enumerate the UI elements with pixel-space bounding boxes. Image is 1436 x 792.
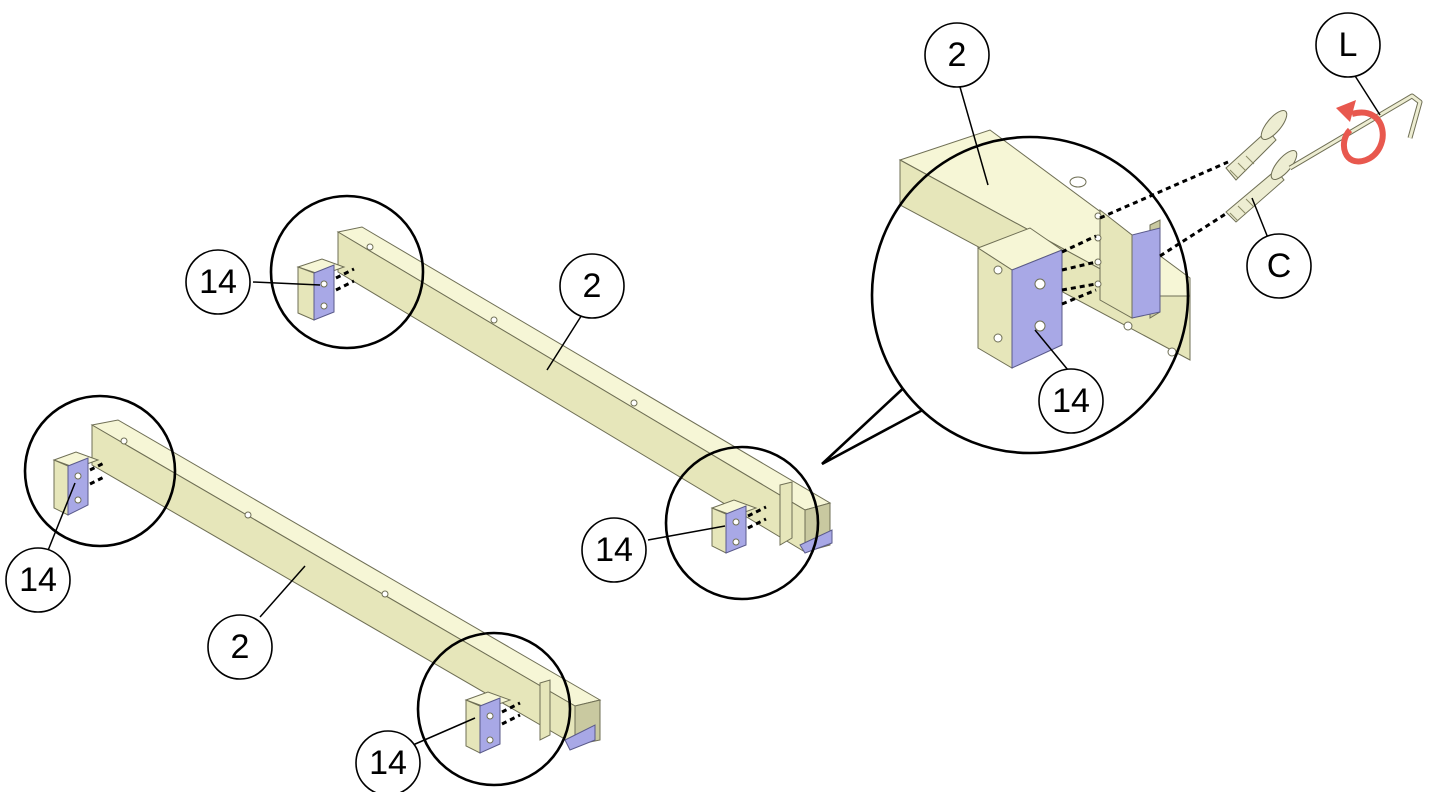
callout-label: L [1339, 26, 1358, 64]
screw-path-lower [1159, 204, 1239, 258]
rotate-arrow-icon [1336, 100, 1386, 165]
callout-upper-beam: 2 [559, 253, 625, 319]
callout-label: 14 [369, 744, 407, 782]
upper-left-bracket [296, 258, 355, 321]
callout-detail-bracket: 14 [1038, 368, 1104, 434]
upper-beam [336, 226, 833, 554]
callout-upper-left-bracket: 14 [185, 249, 251, 315]
countersunk-screw-icon [1225, 109, 1288, 181]
allen-key-icon [1288, 93, 1423, 171]
callout-label: 14 [19, 561, 57, 599]
callout-label: 2 [583, 267, 602, 305]
upper-left-detail-ring [269, 194, 425, 350]
callout-label: 14 [1052, 382, 1090, 420]
leader-lower-beam [259, 565, 306, 618]
leader-lower-left-bracket [44, 482, 76, 559]
leader-lower-right-bracket [405, 717, 476, 749]
leader-upper-beam [546, 309, 586, 371]
lower-left-bracket [52, 451, 107, 516]
callout-label: 14 [199, 263, 237, 301]
callout-key: L [1315, 12, 1381, 78]
callout-detail-beam: 2 [924, 22, 990, 88]
lower-beam [90, 419, 602, 751]
leader-upper-left-bracket [252, 281, 321, 286]
upper-right-detail-ring [664, 445, 820, 601]
leader-detail-bracket [1034, 329, 1069, 371]
callout-lower-right-bracket: 14 [355, 730, 421, 792]
leader-screw [1251, 197, 1269, 239]
lower-right-detail-ring [416, 631, 572, 787]
leader-upper-right-bracket [647, 525, 726, 541]
callout-upper-right-bracket: 14 [581, 517, 647, 583]
callout-lower-left-bracket: 14 [5, 547, 71, 613]
lower-left-detail-ring [23, 394, 177, 548]
leader-detail-beam [959, 86, 989, 186]
lower-right-bracket [464, 691, 521, 754]
countersunk-screw-icon [1225, 149, 1298, 223]
callout-screw: C [1246, 233, 1312, 299]
detail-view [821, 129, 1191, 466]
callout-label: 14 [595, 531, 633, 569]
callout-label: 2 [948, 36, 967, 74]
callout-label: C [1267, 247, 1292, 285]
callout-lower-beam: 2 [207, 614, 273, 680]
callout-label: 2 [231, 628, 250, 666]
upper-right-bracket [710, 499, 767, 554]
